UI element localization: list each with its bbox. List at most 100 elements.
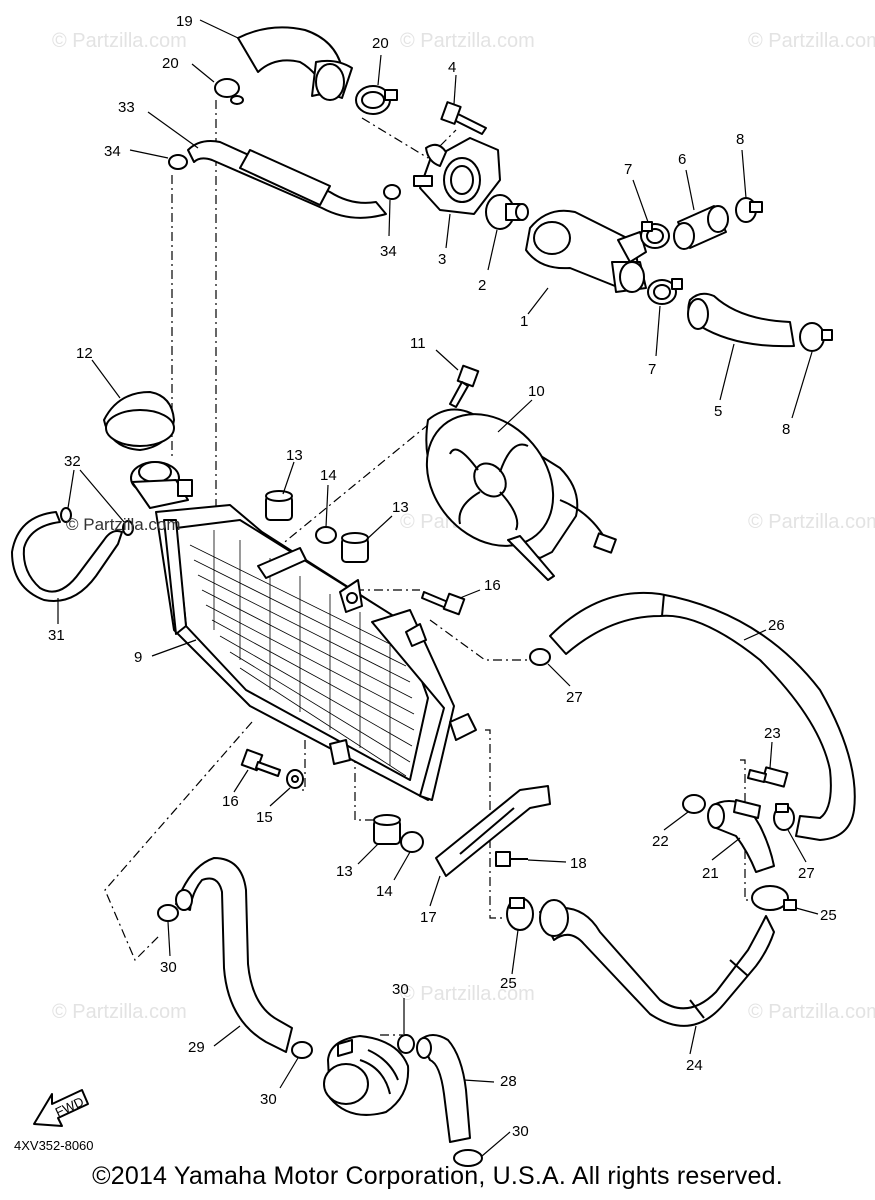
callout-20: 20 — [162, 55, 179, 72]
hose-29 — [175, 857, 293, 1053]
callout-28: 28 — [500, 1073, 517, 1090]
o-ring-22 — [663, 794, 706, 831]
bolt-11 — [435, 349, 480, 408]
watermark: © Partzilla.com — [748, 1001, 875, 1023]
callout-30: 30 — [392, 981, 409, 998]
washer-15 — [269, 769, 304, 807]
callout-30: 30 — [160, 959, 177, 976]
clamp-8-upper — [735, 149, 763, 223]
hose-24 — [539, 899, 775, 1055]
bolt-4 — [440, 74, 487, 135]
clamp-27-upper — [529, 648, 571, 687]
radiator-cap-12 — [91, 359, 175, 451]
callout-13: 13 — [286, 447, 303, 464]
hose-5 — [687, 292, 795, 401]
clamp-25-right — [751, 885, 819, 915]
callout-16: 16 — [484, 577, 501, 594]
callout-27: 27 — [566, 689, 583, 706]
callout-33: 33 — [118, 99, 135, 116]
upper-hose-19 — [199, 19, 353, 101]
radiator-core-fins — [189, 530, 415, 777]
callout-34: 34 — [380, 243, 397, 260]
callout-4: 4 — [448, 59, 456, 76]
hose-28 — [416, 1034, 495, 1143]
callout-24: 24 — [686, 1057, 703, 1074]
watermark: © Partzilla.com — [748, 30, 875, 52]
callout-2: 2 — [478, 277, 486, 294]
bolt-16-left — [233, 748, 281, 793]
copyright-notice: ©2014 Yamaha Motor Corporation, U.S.A. A… — [92, 1162, 783, 1190]
callout-9: 9 — [134, 649, 142, 666]
clamp-34-right — [383, 184, 401, 237]
clamp-25-left — [506, 897, 534, 975]
watermark: © Partzilla.com — [52, 30, 187, 52]
callout-21: 21 — [702, 865, 719, 882]
callout-30: 30 — [512, 1123, 529, 1140]
callout-10: 10 — [528, 383, 545, 400]
watermark: © Partzilla.com — [400, 983, 535, 1005]
callout-8: 8 — [736, 131, 744, 148]
grommet-13-middle — [341, 515, 393, 563]
diagram-code: 4XV352-8060 — [14, 1138, 94, 1153]
cooling-fan-10 — [425, 399, 617, 581]
hose-clamps-32 — [60, 469, 134, 536]
bolt-18 — [495, 851, 567, 867]
watermark-inline: © Partzilla.com — [66, 515, 181, 534]
callout-27: 27 — [798, 865, 815, 882]
callout-11: 11 — [410, 335, 426, 352]
callout-layer: 19 20 20 4 33 34 8 7 6 34 3 2 1 7 5 8 12… — [48, 13, 837, 1140]
callout-15: 15 — [256, 809, 273, 826]
overflow-hose-31 — [11, 511, 123, 624]
callout-19: 19 — [176, 13, 193, 30]
clamp-7-upper — [632, 179, 670, 249]
callout-16: 16 — [222, 793, 239, 810]
watermark: © Partzilla.com — [748, 511, 875, 533]
pipe-fitting-21 — [707, 799, 775, 873]
water-pump — [323, 1035, 410, 1116]
clamp-27-lower — [773, 803, 807, 863]
hose-clamp-20-left — [191, 63, 244, 105]
callout-25: 25 — [820, 907, 837, 924]
hose-6 — [673, 169, 729, 250]
thermostat-housing-1 — [525, 209, 647, 315]
callout-13: 13 — [336, 863, 353, 880]
callout-18: 18 — [570, 855, 587, 872]
callout-17: 17 — [420, 909, 437, 926]
forward-direction-arrow: FWD — [33, 1089, 89, 1127]
callout-14: 14 — [376, 883, 393, 900]
callout-34: 34 — [104, 143, 121, 160]
callout-25: 25 — [500, 975, 517, 992]
callout-14: 14 — [320, 467, 337, 484]
callout-31: 31 — [48, 627, 65, 644]
watermark: © Partzilla.com — [400, 30, 535, 52]
hose-26 — [549, 591, 856, 841]
grommet-13-upper — [265, 461, 295, 521]
bolt-16-right — [421, 589, 481, 616]
fwd-label: FWD — [53, 1094, 86, 1120]
thermostat-2 — [485, 194, 529, 271]
clamp-34-left — [129, 149, 188, 170]
filler-neck — [130, 461, 193, 509]
clamp-7-lower — [647, 278, 683, 357]
clamp-30-pump — [397, 998, 415, 1054]
watermark: © Partzilla.com — [52, 1001, 187, 1023]
callout-8: 8 — [782, 421, 790, 438]
breather-hose-33 — [147, 111, 387, 219]
stay-bracket-17 — [429, 785, 551, 907]
callout-22: 22 — [652, 833, 669, 850]
callout-26: 26 — [768, 617, 785, 634]
callout-13: 13 — [392, 499, 409, 516]
clamp-30-lower-left — [279, 1041, 313, 1089]
clamp-30-upper-left — [157, 904, 179, 957]
callout-7: 7 — [648, 361, 656, 378]
callout-6: 6 — [678, 151, 686, 168]
thermostat-cover-3 — [413, 137, 501, 249]
callout-1: 1 — [520, 313, 528, 330]
callout-3: 3 — [438, 251, 446, 268]
grommet-13-lower — [357, 814, 401, 865]
clamp-8-lower — [791, 322, 833, 419]
callout-7: 7 — [624, 161, 632, 178]
bolt-23 — [747, 741, 789, 788]
collar-14-lower — [393, 831, 424, 881]
